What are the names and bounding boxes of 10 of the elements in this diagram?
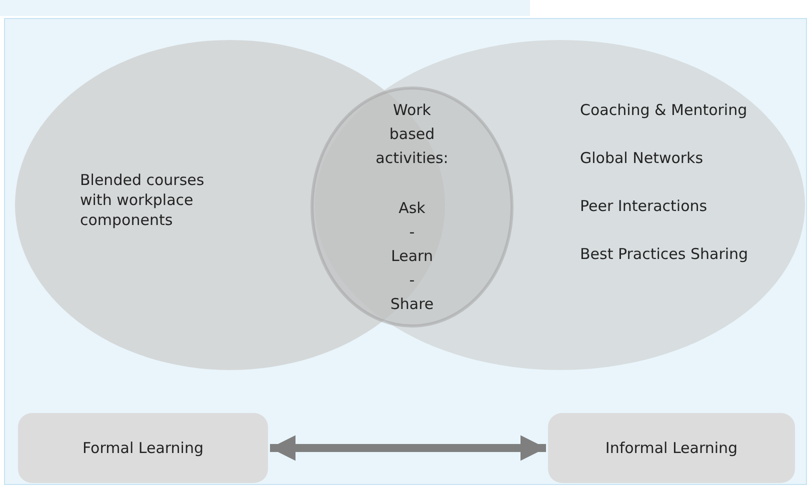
label-box: Informal Learning: [548, 413, 795, 483]
venn-text: Coaching & Mentoring: [580, 100, 748, 120]
overlap-heading: Work based activities:: [374, 100, 450, 169]
venn-text: Global Networks: [580, 148, 704, 168]
overlap-text: Ask - Learn - Share: [389, 198, 435, 315]
label-box: Formal Learning: [18, 413, 268, 483]
venn-text: Best Practices Sharing: [580, 244, 750, 264]
venn-text: Blended courses with workplace components: [80, 170, 206, 230]
venn-text: Peer Interactions: [580, 196, 708, 216]
double-arrow: [270, 435, 546, 461]
